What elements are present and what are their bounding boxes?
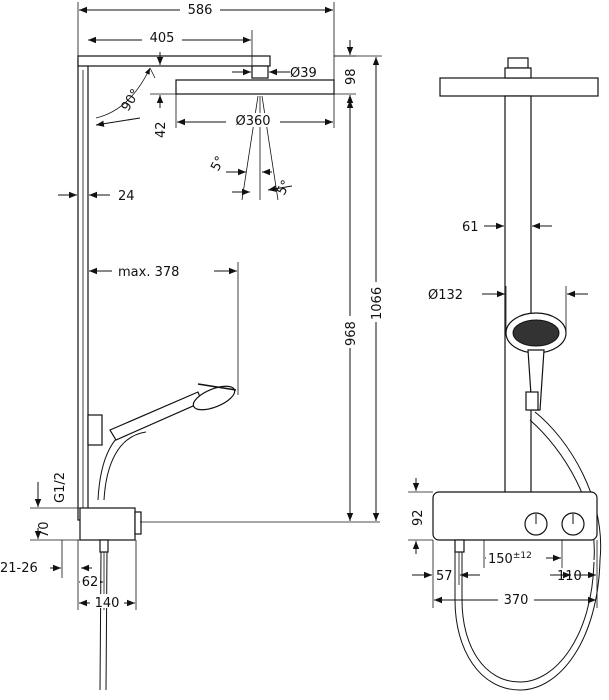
dim-arm-offset: 42 xyxy=(154,121,169,138)
dim-hand-reach: max. 378 xyxy=(118,265,179,280)
dim-thermostat-left: 57 xyxy=(436,569,453,584)
head-connector xyxy=(251,65,269,79)
overhead-head-front xyxy=(439,77,599,97)
dim-connector-diameter: Ø39 xyxy=(290,66,317,81)
dim-thermostat-height: 92 xyxy=(411,509,426,526)
dim-rail-depth: 24 xyxy=(118,189,135,204)
dim-handshower-diameter: Ø132 xyxy=(428,288,463,303)
dim-control-spacing: 150 xyxy=(488,552,513,567)
dim-overall-width: 586 xyxy=(188,3,213,18)
dim-outlet-offset: 62 xyxy=(82,575,99,590)
dim-height-to-arm: 968 xyxy=(344,321,359,346)
rail-front xyxy=(504,95,532,497)
thermostat-front xyxy=(432,491,598,541)
dim-thermostat-width: 370 xyxy=(504,593,529,608)
dim-arm-length: 405 xyxy=(150,31,175,46)
overhead-arm xyxy=(77,55,271,67)
dim-thermostat-right: 110 xyxy=(557,569,582,584)
dim-angle: 90° xyxy=(119,87,144,114)
dim-tilt-right: 5° xyxy=(274,178,294,198)
dim-control-tolerance: ±12 xyxy=(513,551,532,561)
hand-shower-side xyxy=(109,391,203,441)
thermostat-side xyxy=(79,507,136,541)
dim-tilt-left: 5° xyxy=(208,154,228,174)
dim-thread: G1/2 xyxy=(53,472,68,503)
dim-rail-width: 61 xyxy=(462,220,479,235)
hand-shower-holder xyxy=(87,414,103,446)
dim-mixer-depth: 140 xyxy=(95,596,120,611)
front-view: 61 Ø132 92 57 150±12 110 xyxy=(408,57,602,691)
dim-head-thickness: 98 xyxy=(344,68,359,85)
dim-wall-range: 21-26 xyxy=(0,561,38,576)
dim-mixer-height: 70 xyxy=(37,521,52,538)
dim-head-diameter: Ø360 xyxy=(235,114,270,129)
overhead-head-side xyxy=(175,79,335,95)
svg-text:150±12: 150±12 xyxy=(488,551,532,567)
side-view: 586 405 Ø39 98 90° 42 Ø360 5° xyxy=(0,2,385,691)
dim-total-height: 1066 xyxy=(370,287,385,320)
